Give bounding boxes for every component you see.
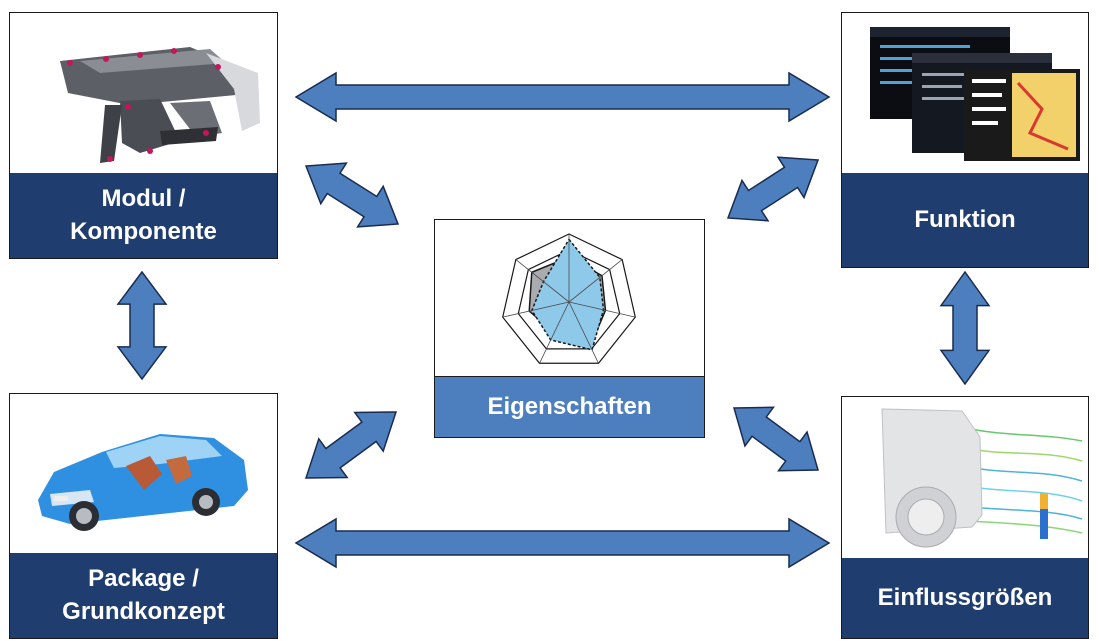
radar-chart-icon (435, 220, 704, 377)
arrow-center-bottom-left (304, 411, 398, 479)
arrow-center-bottom-right (733, 406, 819, 472)
label-line: Eigenschaften (487, 392, 652, 420)
node-modul-komponente: Modul / Komponente (9, 12, 278, 259)
node-package-grundkonzept: Package / Grundkonzept (9, 393, 278, 639)
node-einflussgroessen: Einflussgrößen (841, 396, 1089, 639)
radar-ring (517, 249, 621, 350)
arrow-top (294, 71, 831, 123)
label-line: Komponente (70, 217, 217, 245)
node-label: Einflussgrößen (842, 558, 1088, 638)
label-line: Einflussgrößen (877, 583, 1053, 611)
arrow-left (116, 270, 168, 381)
label-line: Funktion (914, 205, 1016, 233)
arrow-center-top-right (726, 156, 820, 222)
arrow-bottom (294, 517, 831, 569)
radar-spoke (568, 301, 636, 318)
cockpit-module-icon (10, 13, 277, 173)
arrow-right (939, 270, 991, 386)
radar-spoke (568, 301, 599, 364)
radar-spoke (502, 301, 570, 318)
node-label: Eigenschaften (435, 376, 704, 437)
radar-spoke (539, 301, 570, 364)
flow-simulation-icon (842, 397, 1088, 557)
infotainment-screens-icon (842, 13, 1088, 173)
node-eigenschaften: Eigenschaften (434, 219, 705, 438)
arrow-center-top-left (304, 162, 400, 228)
radar-ring (502, 233, 636, 364)
radar-spoke (515, 259, 570, 303)
node-funktion: Funktion (841, 12, 1089, 268)
node-label: Package / Grundkonzept (10, 553, 277, 638)
node-label: Modul / Komponente (10, 173, 277, 258)
label-line: Modul / (101, 185, 186, 213)
radar-spoke (568, 259, 623, 303)
node-label: Funktion (842, 173, 1088, 267)
car-package-icon (10, 394, 277, 554)
label-line: Grundkonzept (62, 597, 225, 625)
radar-shape-blue (531, 238, 605, 351)
label-line: Package / (88, 565, 199, 593)
